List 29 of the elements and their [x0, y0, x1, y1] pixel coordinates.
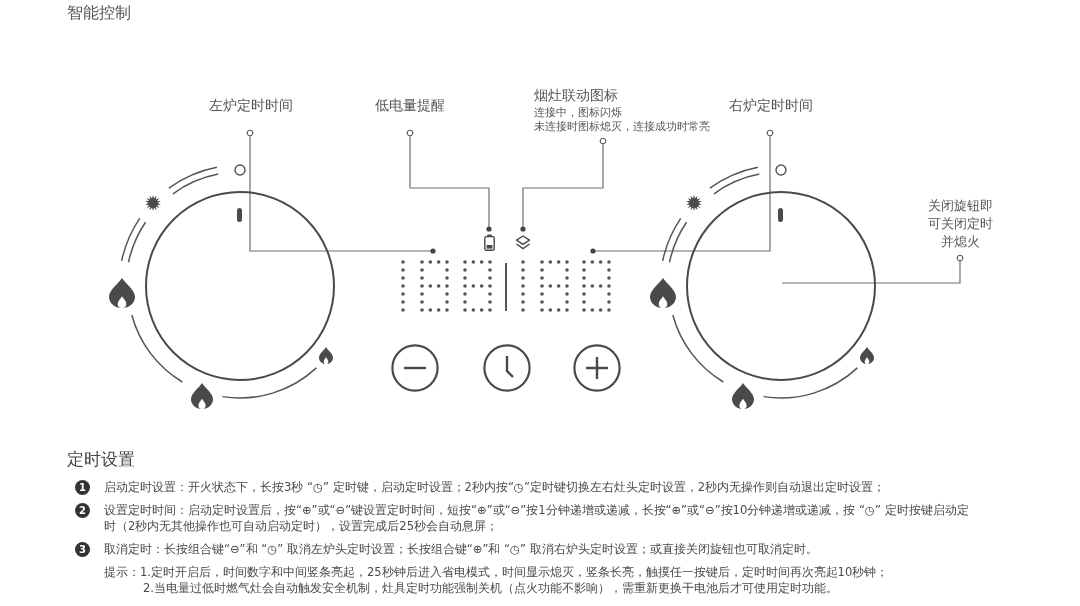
- leader-line: [246, 129, 436, 254]
- leader-line: [781, 254, 964, 284]
- step-number: 3: [75, 541, 90, 557]
- leader-line: [590, 129, 774, 254]
- tip-label: 提示：: [104, 564, 140, 580]
- layers-icon: [515, 235, 531, 250]
- step-number: 2: [75, 502, 90, 518]
- dot-matrix-display: [520, 259, 614, 314]
- callout-label: 低电量提醒: [375, 96, 445, 114]
- callout-note: 连接中，图标闪烁: [534, 105, 623, 119]
- dot-matrix-display: [400, 259, 494, 314]
- callout-label: 右炉定时时间: [729, 96, 813, 114]
- step-text: 取消定时：长按组合键“⊖”和 “◷” 取消左炉头定时设置；长按组合键“⊕”和 “◷” 取消右炉头定时设置；或直接关闭旋钮也可取消定时。: [104, 541, 818, 557]
- control-knob: [686, 191, 876, 381]
- callout-note: 未连接时图标熄灭，连接成功时常亮: [534, 119, 710, 133]
- tip-text: 1.定时开启后，时间数字和中间竖条亮起，25秒钟后进入省电模式，时间显示熄灭，竖条长亮，触摸任一按键后，定时时间再次亮起10秒钟；: [140, 564, 889, 580]
- step-number: 1: [75, 479, 90, 495]
- control-knob: [145, 191, 335, 381]
- page-title: 智能控制: [67, 3, 131, 23]
- step-text: 设置定时时间：启动定时设置后，按“⊕”或“⊖”键设置定时时间，短按“⊕”或“⊖”按1分钟递增或递减，长按“⊕”或“⊖”按10分钟递增或递减，按 “◷” 定时按键启动定时（2秒内无其他操作也可自动启动定时），设置完成后25秒会自动息屏；: [104, 502, 970, 534]
- section-heading: 定时设置: [67, 448, 135, 470]
- callout-label: 关闭旋钮即可关闭定时并熄火: [924, 197, 996, 251]
- callout-label: 左炉定时时间: [209, 96, 293, 114]
- tip-text: 2.当电量过低时燃气灶会自动触发安全机制，灶具定时功能强制关机（点火功能不影响），需重新更换干电池后才可使用定时功能。: [142, 580, 839, 596]
- callout-label: 烟灶联动图标: [534, 86, 619, 105]
- battery-icon: [484, 234, 495, 251]
- leader-line: [520, 137, 607, 232]
- leader-line: [406, 129, 492, 232]
- step-text: 启动定时设置：开火状态下，长按3秒 “◷” 定时键，启动定时设置；2秒内按“◷”定时键切换左右灶头定时设置，2秒内无操作则自动退出定时设置；: [104, 479, 886, 495]
